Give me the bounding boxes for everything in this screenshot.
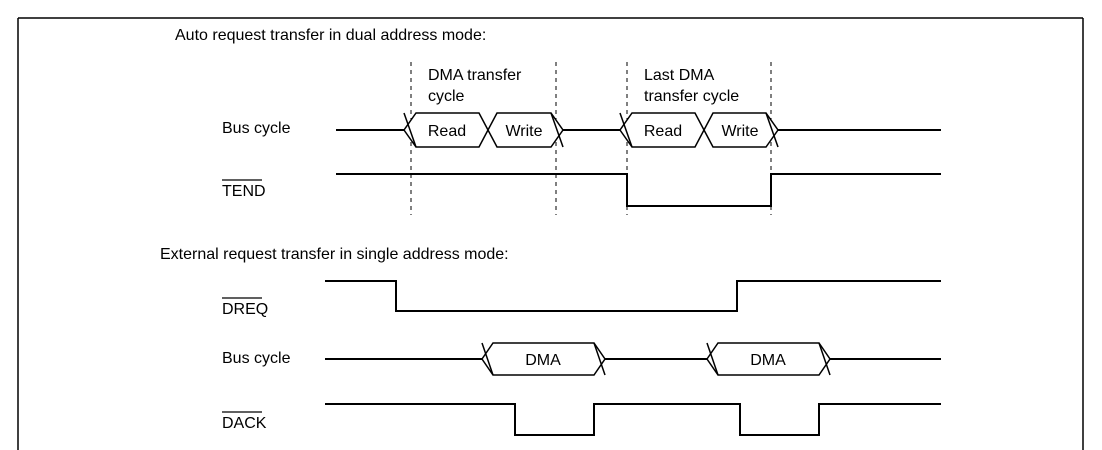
annotation-last-dma-line1: Last DMA [644, 67, 715, 84]
section1-title: Auto request transfer in dual address mo… [175, 27, 486, 44]
dack-waveform [325, 403, 941, 436]
dma-label-2: DMA [750, 352, 786, 369]
transition-crossing [765, 112, 779, 148]
dma-label-1: DMA [525, 352, 561, 369]
dreq-waveform [325, 280, 941, 312]
annotation-last-dma-line2: transfer cycle [644, 88, 739, 105]
transition-crossing [818, 342, 831, 376]
transition-crossing [550, 112, 564, 148]
transition-crossing [706, 342, 719, 376]
annotation-dma-transfer-line2: cycle [428, 88, 465, 105]
write-cycle-box-1 [487, 112, 564, 148]
section2-title: External request transfer in single addr… [160, 246, 509, 263]
dack-label: DACK [222, 415, 267, 432]
read-label-2: Read [644, 123, 682, 140]
write-label-1: Write [505, 123, 542, 140]
transition-crossing [593, 342, 606, 376]
read-label-1: Read [428, 123, 466, 140]
transition-crossing [403, 112, 417, 148]
dreq-label: DREQ [222, 301, 268, 318]
bus-cycle-label-2: Bus cycle [222, 350, 291, 367]
bus-cycle-label-1: Bus cycle [222, 120, 291, 137]
tend-waveform [336, 173, 941, 207]
tend-label: TEND [222, 183, 266, 200]
write-label-2: Write [721, 123, 758, 140]
write-cycle-box-2 [703, 112, 779, 148]
annotation-dma-transfer-line1: DMA transfer [428, 67, 522, 84]
transition-crossing [619, 112, 633, 148]
transition-crossing [481, 342, 494, 376]
